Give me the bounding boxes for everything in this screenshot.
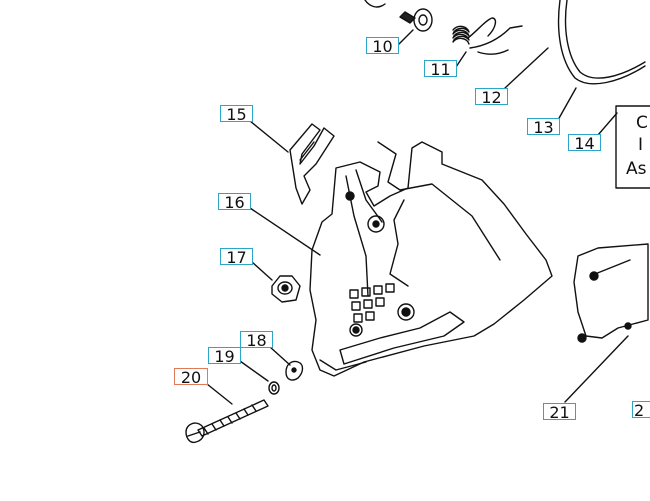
part-19-spring-washer (268, 381, 280, 395)
callout-19[interactable]: 19 (208, 347, 241, 365)
cover-vents (349, 283, 395, 323)
leader-17 (251, 261, 273, 281)
part-11-spring (452, 17, 523, 55)
callout-15[interactable]: 15 (220, 105, 253, 123)
leader-13 (557, 87, 577, 121)
side-box-line-3: As (626, 159, 647, 179)
callout-11[interactable]: 11 (424, 60, 457, 78)
leader-15 (249, 120, 289, 153)
part-20-bolt (185, 399, 269, 444)
side-box-line-2: I (638, 135, 644, 155)
leader-20 (206, 383, 233, 405)
callout-12[interactable]: 12 (475, 88, 508, 106)
leader-19 (239, 360, 269, 382)
side-box-outline (615, 105, 650, 189)
part-16-clutch-cover (309, 141, 553, 377)
leader-21 (564, 335, 629, 403)
part-21-bracket (573, 243, 649, 343)
callout-10[interactable]: 10 (366, 37, 399, 55)
leader-11 (455, 51, 467, 68)
leader-14 (597, 112, 618, 136)
callout-22-partial[interactable]: 2 (632, 401, 650, 419)
part-15-clip (289, 123, 335, 205)
part-13-ring (557, 0, 646, 85)
callout-14[interactable]: 14 (568, 134, 601, 152)
leader-10 (398, 29, 414, 45)
part-10-bolt (364, 0, 433, 32)
part-18-washer (285, 360, 304, 381)
callout-17[interactable]: 17 (220, 248, 253, 266)
part-17-nut (271, 275, 301, 303)
leader-16 (249, 207, 321, 256)
callout-20[interactable]: 20 (174, 368, 208, 386)
callout-18[interactable]: 18 (240, 331, 273, 349)
side-box-line-1: C (636, 113, 648, 133)
callout-13[interactable]: 13 (527, 118, 560, 136)
callout-21[interactable]: 21 (543, 403, 576, 421)
callout-16[interactable]: 16 (218, 193, 251, 211)
leader-18 (269, 346, 291, 366)
leader-12 (504, 47, 549, 89)
